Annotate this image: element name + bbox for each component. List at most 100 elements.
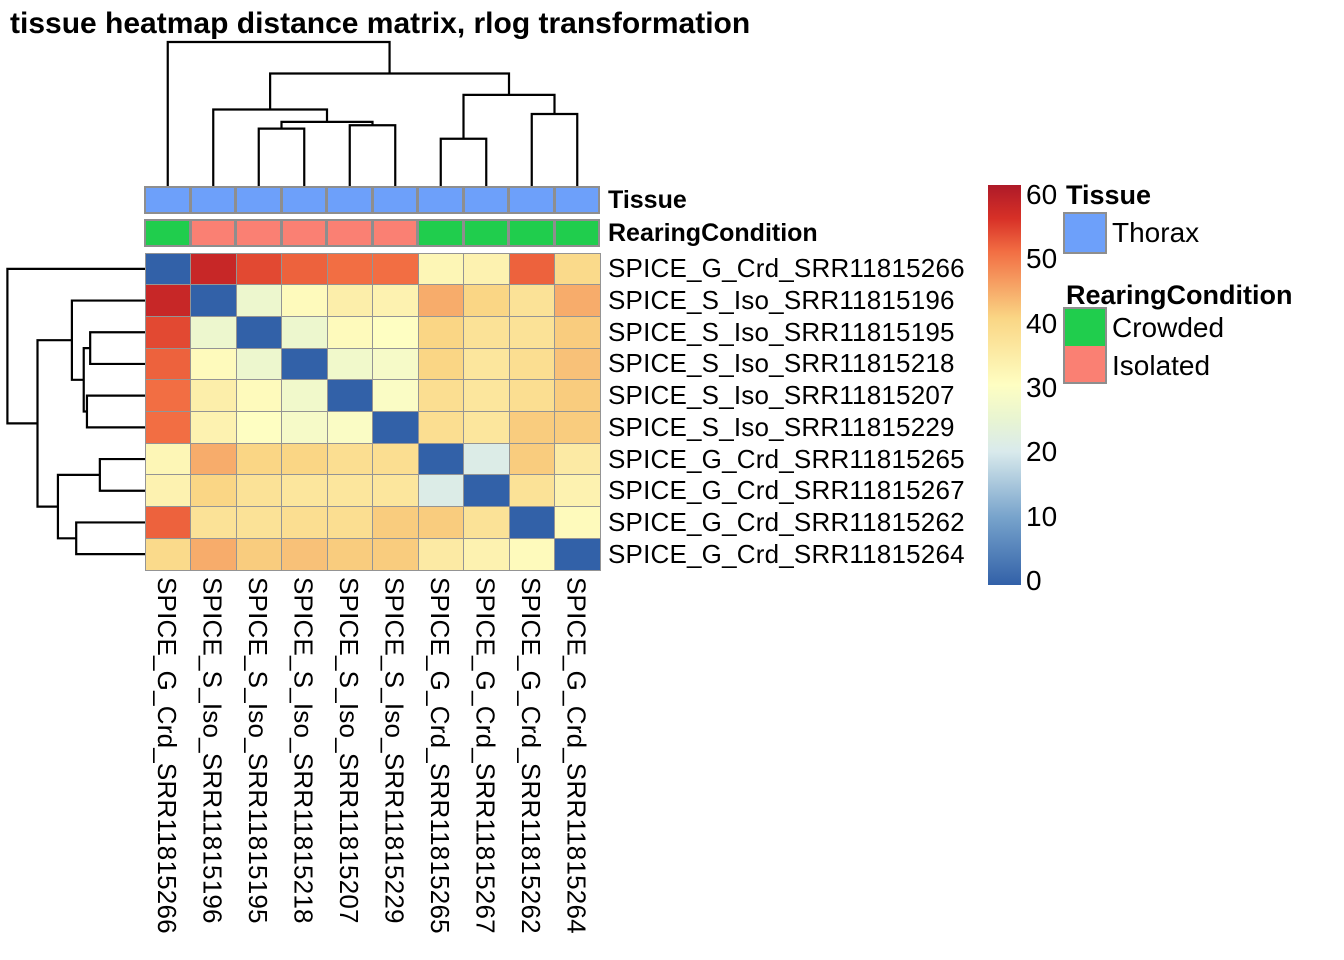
annotation-cell <box>144 186 191 214</box>
heatmap-cell <box>554 347 601 381</box>
column-label: SPICE_G_Crd_SRR11815267 <box>470 577 501 934</box>
heatmap-cell <box>463 506 510 539</box>
heatmap-cell <box>144 537 191 571</box>
legend-swatch-crowded <box>1063 307 1107 348</box>
heatmap-cell <box>508 411 555 444</box>
heatmap-cell <box>190 537 237 571</box>
heatmap-cell <box>508 442 555 476</box>
heatmap-cell <box>281 347 328 381</box>
heatmap-cell <box>372 284 419 317</box>
heatmap-cell <box>144 506 191 539</box>
heatmap-cell <box>281 506 328 539</box>
heatmap-cell <box>235 252 282 286</box>
annotation-cell <box>189 219 236 247</box>
annotation-cell <box>508 219 555 247</box>
annotation-cell <box>553 219 600 247</box>
heatmap-cell <box>508 474 555 508</box>
annotation-cell <box>371 219 418 247</box>
heatmap-cell <box>508 252 555 286</box>
column-label: SPICE_G_Crd_SRR11815265 <box>424 577 455 934</box>
heatmap-cell <box>417 347 464 381</box>
heatmap-cell <box>144 474 191 508</box>
heatmap-cell <box>463 284 510 317</box>
annotation-cell <box>417 186 464 214</box>
heatmap-cell <box>554 379 601 412</box>
heatmap-cell <box>144 442 191 476</box>
heatmap-grid <box>144 252 601 571</box>
heatmap-cell <box>508 506 555 539</box>
heatmap-cell <box>554 284 601 317</box>
heatmap-cell <box>326 347 373 381</box>
legend-swatch-isolated <box>1063 346 1107 384</box>
heatmap-cell <box>326 252 373 286</box>
row-label: SPICE_G_Crd_SRR11815264 <box>608 538 965 569</box>
heatmap-cell <box>326 537 373 571</box>
heatmap-cell <box>235 506 282 539</box>
heatmap-cell <box>235 442 282 476</box>
heatmap-cell <box>372 347 419 381</box>
heatmap-cell <box>281 252 328 286</box>
column-label: SPICE_S_Iso_SRR11815195 <box>242 577 273 924</box>
heatmap-cell <box>417 442 464 476</box>
heatmap-cell <box>463 347 510 381</box>
heatmap-cell <box>326 506 373 539</box>
annotation-cell <box>280 219 327 247</box>
column-label: SPICE_S_Iso_SRR11815218 <box>288 577 319 924</box>
tissue-annotation-title: Tissue <box>608 185 687 214</box>
column-label: SPICE_G_Crd_SRR11815264 <box>561 577 592 934</box>
heatmap-cell <box>417 284 464 317</box>
heatmap-cell <box>326 379 373 412</box>
legend-label-crowded: Crowded <box>1112 312 1225 343</box>
heatmap-cell <box>144 315 191 349</box>
heatmap-cell <box>281 379 328 412</box>
heatmap-cell <box>326 315 373 349</box>
heatmap-cell <box>281 284 328 317</box>
heatmap-cell <box>508 284 555 317</box>
heatmap-cell <box>190 315 237 349</box>
legend-label-thorax: Thorax <box>1112 217 1200 248</box>
heatmap-cell <box>554 442 601 476</box>
heatmap-cell <box>281 315 328 349</box>
heatmap-cell <box>235 474 282 508</box>
heatmap-cell <box>508 347 555 381</box>
heatmap-cell <box>417 506 464 539</box>
heatmap-cell <box>281 474 328 508</box>
annotation-cell <box>326 219 373 247</box>
heatmap-cell <box>554 506 601 539</box>
heatmap-cell <box>190 284 237 317</box>
heatmap-cell <box>326 474 373 508</box>
column-label: SPICE_S_Iso_SRR11815229 <box>379 577 410 924</box>
column-label: SPICE_S_Iso_SRR11815196 <box>197 577 228 924</box>
heatmap-cell <box>190 411 237 444</box>
heatmap-cell <box>417 252 464 286</box>
annotation-cell <box>553 186 600 214</box>
heatmap-cell <box>463 252 510 286</box>
annotation-cell <box>280 186 327 214</box>
heatmap-cell <box>463 379 510 412</box>
heatmap-cell <box>235 347 282 381</box>
annotation-cell <box>235 219 282 247</box>
row-label: SPICE_G_Crd_SRR11815267 <box>608 475 965 506</box>
legend-rearing-title: RearingCondition <box>1066 280 1293 310</box>
heatmap-cell <box>417 315 464 349</box>
annotation-cell <box>189 186 236 214</box>
colorbar-tick-label: 40 <box>1026 307 1058 339</box>
colorbar-tick-label: 10 <box>1026 500 1058 532</box>
tissue-annotation-bar <box>144 186 600 214</box>
heatmap-cell <box>281 411 328 444</box>
row-label: SPICE_G_Crd_SRR11815262 <box>608 506 965 537</box>
heatmap-cell <box>508 315 555 349</box>
heatmap-cell <box>144 379 191 412</box>
annotation-cell <box>462 186 509 214</box>
heatmap-cell <box>326 284 373 317</box>
heatmap-cell <box>144 284 191 317</box>
colorbar-tick-label: 20 <box>1026 436 1058 468</box>
colorbar-tick-label: 0 <box>1026 564 1042 596</box>
heatmap-cell <box>463 474 510 508</box>
heatmap-cell <box>372 252 419 286</box>
heatmap-cell <box>190 442 237 476</box>
annotation-cell <box>371 186 418 214</box>
heatmap-cell <box>235 379 282 412</box>
heatmap-cell <box>372 379 419 412</box>
